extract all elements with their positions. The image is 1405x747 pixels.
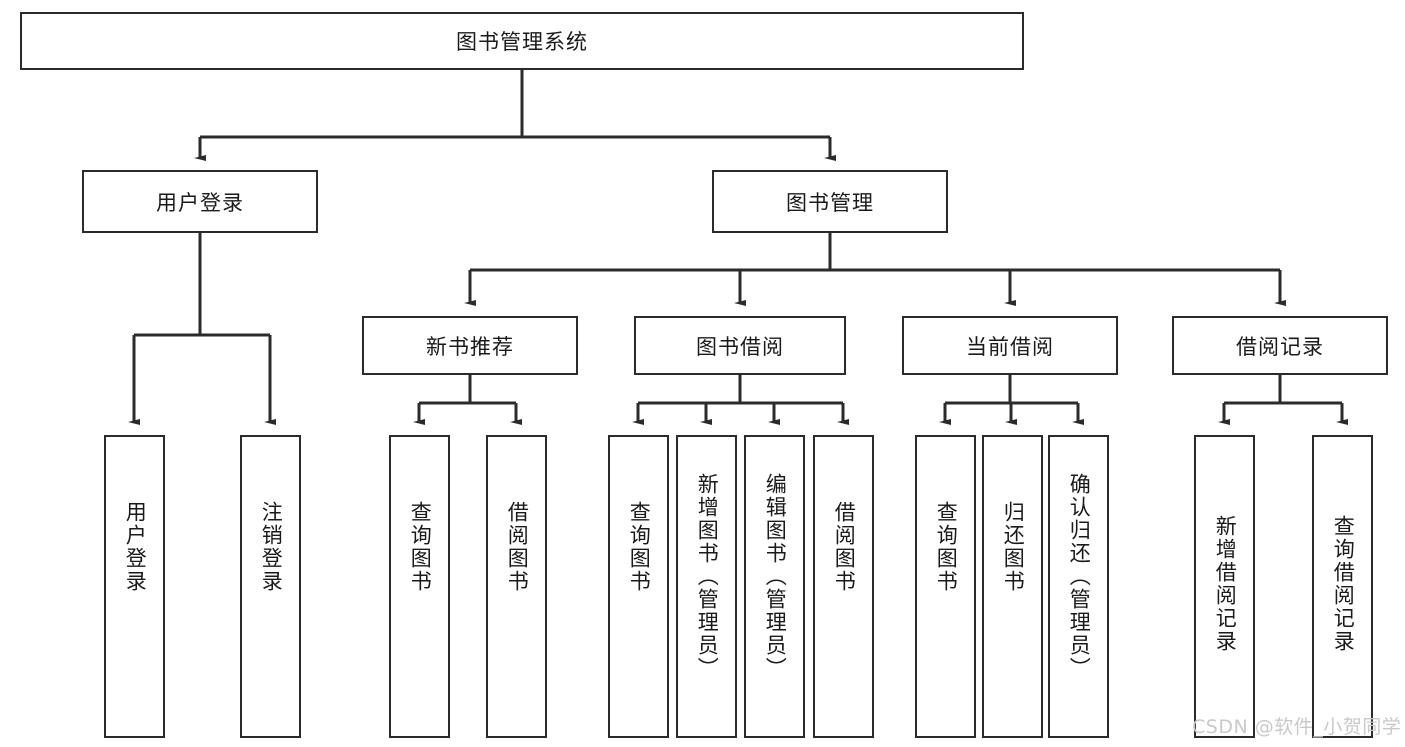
node-borrow-record[interactable]: 借阅记录 xyxy=(1172,316,1388,375)
node-label: 图书借阅 xyxy=(696,334,784,359)
csdn-watermark: CSDN @软件_小贺同学 xyxy=(1192,716,1402,738)
node-label: 用户登录 xyxy=(123,501,148,593)
node-label: 查询图书 xyxy=(408,501,433,593)
node-label: 图书管理系统 xyxy=(456,30,588,54)
node-label: 当前借阅 xyxy=(966,334,1054,359)
node-label: 编辑图书（管理员） xyxy=(763,473,788,680)
node-label: 注销登录 xyxy=(259,501,284,593)
node-label: 查询图书 xyxy=(934,501,959,593)
leaf-recommend-borrow-book[interactable]: 借阅图书 xyxy=(486,435,547,738)
leaf-current-return-book[interactable]: 归还图书 xyxy=(982,435,1043,738)
leaf-recommend-query-book[interactable]: 查询图书 xyxy=(389,435,450,738)
node-label: 归还图书 xyxy=(1001,501,1026,593)
node-user-login[interactable]: 用户登录 xyxy=(82,170,318,233)
leaf-record-query-borrow-record[interactable]: 查询借阅记录 xyxy=(1312,435,1373,738)
node-label: 借阅图书 xyxy=(832,501,857,593)
node-label: 新书推荐 xyxy=(426,334,514,359)
leaf-user-login-logout[interactable]: 注销登录 xyxy=(240,435,301,738)
node-label: 借阅记录 xyxy=(1236,334,1324,359)
node-label: 用户登录 xyxy=(156,190,244,215)
node-label: 新增图书（管理员） xyxy=(695,473,720,680)
node-label: 查询图书 xyxy=(627,501,652,593)
leaf-borrow-query-book[interactable]: 查询图书 xyxy=(608,435,669,738)
leaf-borrow-borrow-book[interactable]: 借阅图书 xyxy=(813,435,874,738)
leaf-current-query-book[interactable]: 查询图书 xyxy=(915,435,976,738)
node-book-management[interactable]: 图书管理 xyxy=(712,170,948,233)
node-label: 借阅图书 xyxy=(505,501,530,593)
leaf-user-login-login[interactable]: 用户登录 xyxy=(104,435,165,738)
node-label: 确认归还（管理员） xyxy=(1067,473,1092,680)
node-label: 新增借阅记录 xyxy=(1213,515,1238,653)
leaf-borrow-edit-book-admin[interactable]: 编辑图书（管理员） xyxy=(744,435,805,738)
node-label: 查询借阅记录 xyxy=(1331,515,1356,653)
node-new-book-recommend[interactable]: 新书推荐 xyxy=(362,316,578,375)
node-root-book-management-system[interactable]: 图书管理系统 xyxy=(20,12,1024,70)
leaf-borrow-add-book-admin[interactable]: 新增图书（管理员） xyxy=(676,435,737,738)
leaf-record-add-borrow-record[interactable]: 新增借阅记录 xyxy=(1194,435,1255,738)
node-label: 图书管理 xyxy=(786,190,874,215)
node-book-borrow[interactable]: 图书借阅 xyxy=(634,316,846,375)
leaf-current-confirm-return-admin[interactable]: 确认归还（管理员） xyxy=(1048,435,1109,738)
node-current-borrow[interactable]: 当前借阅 xyxy=(902,316,1118,375)
